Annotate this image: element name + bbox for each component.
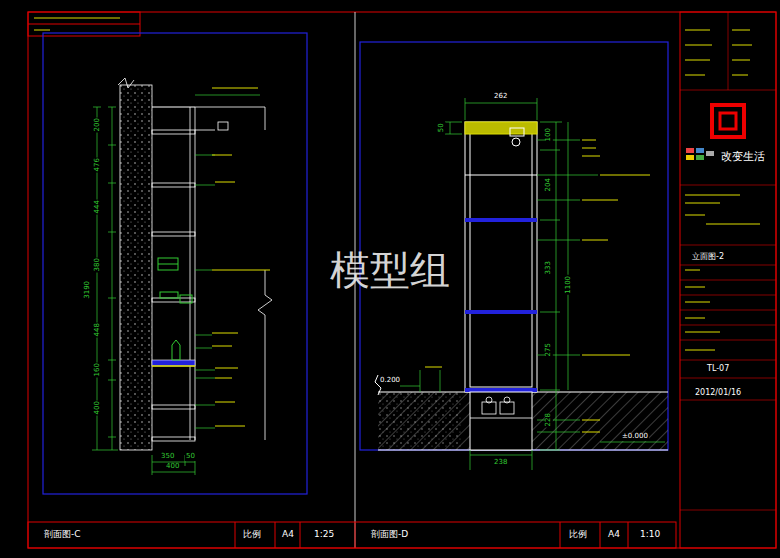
sheet-title: 立面图-2 [691, 253, 725, 262]
drawing-title: 剖面图-C [43, 530, 82, 540]
dimension: 448 [94, 322, 102, 337]
dimension: 444 [94, 199, 102, 214]
sheet-date: 2012/01/16 [694, 389, 742, 398]
dimension: 238 [493, 459, 508, 467]
sheet-number: TL-07 [706, 365, 730, 374]
dimension: 400 [94, 400, 102, 415]
dimension: 3190 [84, 280, 92, 300]
drawing-title: 剖面图-D [370, 530, 409, 540]
dimension: 50 [438, 122, 446, 133]
watermark: 模型组 [330, 248, 450, 292]
paper-size: A4 [281, 530, 295, 540]
dimension: 204 [545, 177, 553, 192]
scale-label: 比例 [242, 530, 262, 540]
dimension: 275 [545, 342, 553, 357]
dimension: 200 [94, 117, 102, 132]
dimension: 100 [545, 127, 553, 142]
dimension: 262 [493, 93, 508, 101]
dimension: 333 [545, 260, 553, 275]
paper-size: A4 [607, 530, 621, 540]
dimension: 160 [94, 362, 102, 377]
level-mark: 0.200 [379, 377, 401, 385]
scale-label: 比例 [568, 530, 588, 540]
dimension: 476 [94, 157, 102, 172]
dimension: 1100 [565, 275, 573, 295]
scale-value: 1:10 [639, 530, 661, 540]
dimension: 228 [545, 412, 553, 427]
scale-value: 1:25 [313, 530, 335, 540]
dimension: 350 [160, 453, 175, 461]
dimension: 400 [165, 463, 180, 471]
dimension: 50 [185, 453, 196, 461]
level-mark: ±0.000 [621, 433, 649, 441]
company-name: 改变生活 [720, 151, 766, 163]
dimension: 380 [94, 257, 102, 272]
